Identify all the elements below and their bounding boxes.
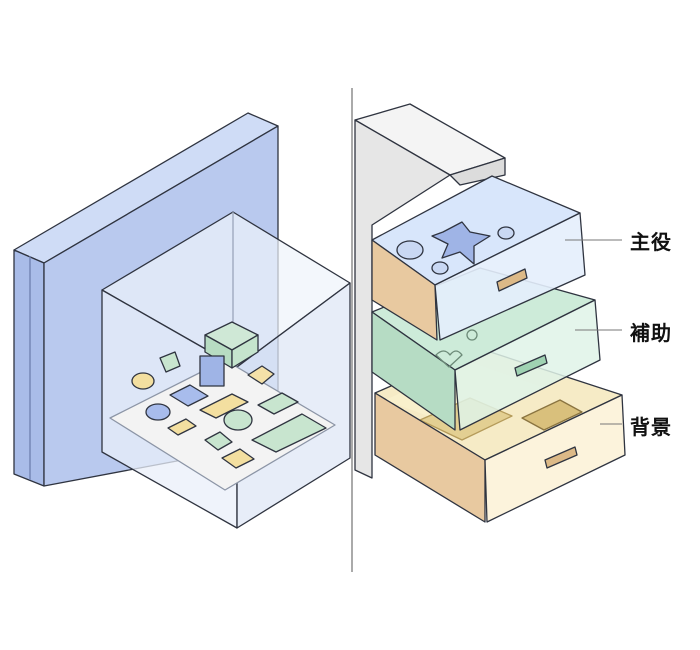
cabinet bbox=[354, 103, 506, 479]
label-background: 背景 bbox=[630, 415, 672, 439]
star-icon bbox=[431, 221, 491, 265]
drawer-handle-icon bbox=[514, 354, 548, 377]
label-support: 補助 bbox=[630, 321, 672, 345]
drawer-handle-icon bbox=[544, 446, 578, 469]
drawer-main bbox=[371, 175, 586, 341]
label-main: 主役 bbox=[630, 230, 672, 254]
glass-cube bbox=[101, 211, 351, 529]
drawer-handle-icon bbox=[496, 268, 528, 292]
